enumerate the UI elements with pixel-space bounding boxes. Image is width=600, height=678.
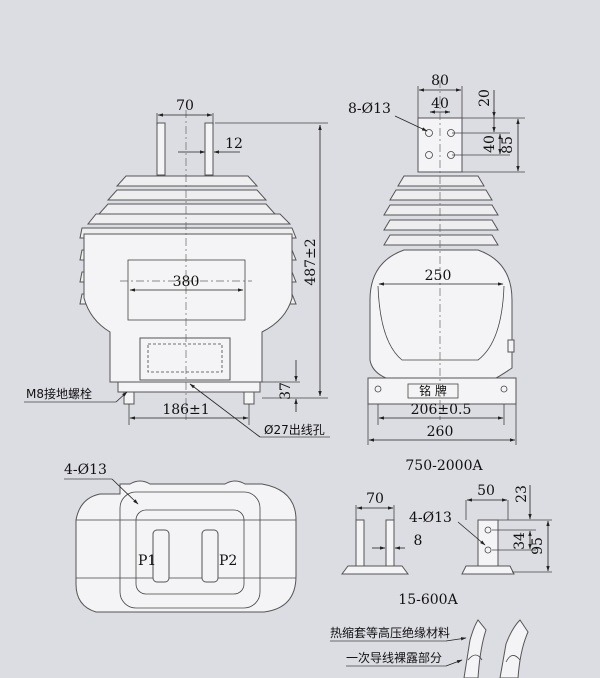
front-fin-1: [115, 175, 259, 187]
side-holes-label: 8-Ø13: [348, 101, 391, 117]
side-knob: [507, 339, 515, 353]
front-body-panel: [127, 259, 246, 321]
front-secondary-cover: [147, 343, 223, 373]
side-base: [367, 377, 517, 405]
small-term-right: [385, 519, 395, 569]
small-term-left: [355, 519, 365, 569]
top-slot-p2: [201, 529, 219, 583]
front-foot-right: [243, 391, 255, 405]
front-terminal-right: [204, 122, 214, 176]
top-slot-p1: [152, 529, 170, 583]
conductor-sketch-1: [463, 619, 487, 678]
side-base-hole-left: [374, 385, 382, 393]
top-p2-label: P2: [219, 553, 237, 569]
conductor-sketch-2-detail: [505, 655, 521, 663]
ground-bolt-leader: [115, 391, 128, 403]
front-dim-12: 12: [225, 136, 243, 152]
side-fin-4: [383, 219, 499, 231]
notes: 热缩套等高压绝缘材料 一次导线裸露部分: [330, 619, 529, 678]
front-dim-70: 70: [176, 98, 194, 114]
rating-label-large: 750-2000A: [405, 458, 483, 474]
small-dim-95: 95: [530, 537, 546, 555]
small-side-base: [461, 565, 515, 575]
front-view: 70 12 380 487±2 37 186±1 M8接地螺栓 Ø27出线孔: [24, 98, 330, 438]
front-dim-186: 186±1: [162, 402, 209, 418]
top-holes-leader: [111, 478, 139, 505]
side-base-hole-right: [500, 385, 508, 393]
outlet-hole-leader: [189, 383, 261, 438]
front-dim-37: 37: [278, 382, 294, 400]
small-side-hole-2: [484, 546, 492, 554]
conductor-sketch-1-detail: [467, 654, 483, 661]
rating-label-small: 15-600A: [398, 592, 458, 608]
small-dim-23: 23: [514, 485, 530, 503]
side-dim-40v: 40: [482, 135, 498, 153]
small-terminal-view: 70 8 4-Ø13 50 23 34 95 15-600A: [341, 483, 552, 608]
small-side-hole-1: [484, 526, 492, 534]
front-base: [117, 381, 261, 393]
side-fin-2: [389, 189, 493, 201]
side-holes-leader: [394, 115, 428, 132]
front-fin-3: [97, 203, 277, 215]
side-fin-5: [383, 234, 499, 246]
side-terminal-hole-1: [425, 129, 433, 137]
small-holes-label: 4-Ø13: [409, 510, 452, 526]
outlet-hole-label: Ø27出线孔: [264, 423, 325, 437]
note-insulation: 热缩套等高压绝缘材料: [330, 625, 450, 640]
top-inner-panel: [135, 509, 245, 595]
side-fin-1: [397, 175, 485, 187]
top-view: P1 P2 4-Ø13: [64, 462, 297, 613]
ground-bolt-label: M8接地螺栓: [26, 386, 92, 401]
side-dim-250: 250: [425, 268, 452, 284]
front-dim-487: 487±2: [303, 238, 319, 285]
note-insulation-leader: [445, 637, 467, 642]
front-secondary-box: [139, 337, 231, 381]
front-fin-4: [86, 213, 292, 225]
side-terminal-hole-3: [425, 151, 433, 159]
side-view: 铭 牌 80 40 8-Ø13 20 40 85 250 20: [348, 73, 525, 474]
conductor-sketch-2: [499, 619, 529, 678]
small-term-base: [341, 565, 409, 575]
side-dim-20: 20: [477, 89, 493, 107]
small-dim-70: 70: [366, 491, 384, 507]
small-dim-50: 50: [477, 483, 495, 499]
side-dim-206: 206±0.5: [411, 402, 472, 418]
side-dim-85: 85: [500, 136, 516, 154]
note-exposed: 一次导线裸露部分: [346, 650, 442, 665]
top-holes-label: 4-Ø13: [64, 462, 107, 478]
nameplate-box: [407, 383, 459, 399]
side-dim-40: 40: [431, 96, 449, 112]
nameplate-label: 铭 牌: [419, 383, 447, 398]
small-dim-8: 8: [414, 533, 423, 549]
small-dim-34: 34: [512, 532, 528, 550]
front-terminal-left: [156, 122, 166, 176]
top-inner-frame: [119, 491, 261, 609]
front-fin-2: [106, 189, 268, 201]
side-dim-260: 260: [427, 424, 454, 440]
note-exposed-leader: [445, 659, 463, 667]
top-body: [75, 480, 297, 613]
front-dim-380: 380: [173, 274, 200, 290]
side-fin-3: [383, 204, 499, 216]
small-holes-leader: [457, 521, 486, 546]
top-p1-label: P1: [138, 553, 156, 569]
side-dim-80: 80: [431, 73, 449, 89]
